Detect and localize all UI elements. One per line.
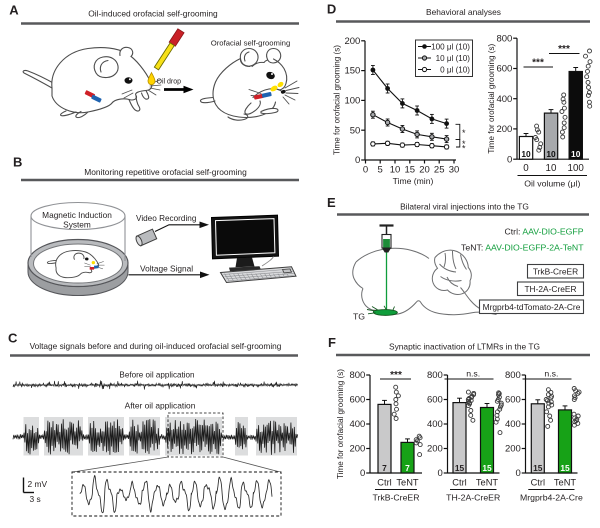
svg-text:F: F <box>328 335 336 350</box>
svg-text:200: 200 <box>349 444 365 455</box>
svg-text:Monitoring repetitive orofacia: Monitoring repetitive orofacial self-gro… <box>84 167 247 177</box>
svg-text:After oil application: After oil application <box>125 401 196 411</box>
svg-text:400: 400 <box>349 419 365 430</box>
svg-text:Oil volume (μl): Oil volume (μl) <box>524 179 580 189</box>
svg-text:E: E <box>327 195 336 210</box>
svg-text:0: 0 <box>360 468 365 479</box>
svg-text:30: 30 <box>449 165 460 176</box>
svg-text:0: 0 <box>523 163 529 174</box>
svg-text:Oil drop: Oil drop <box>157 79 182 86</box>
svg-text:0: 0 <box>516 468 521 479</box>
svg-text:0 μl (10): 0 μl (10) <box>440 65 470 74</box>
svg-text:0: 0 <box>507 154 512 165</box>
svg-text:Time (min): Time (min) <box>393 176 434 186</box>
svg-text:Voltage signals before and dur: Voltage signals before and during oil-in… <box>30 341 282 351</box>
svg-text:100: 100 <box>344 96 360 107</box>
svg-text:15: 15 <box>405 165 416 176</box>
svg-text:Synaptic inactivation of LTMRs: Synaptic inactivation of LTMRs in the TG <box>389 342 540 352</box>
svg-text:TH-2A-CreER: TH-2A-CreER <box>446 493 500 503</box>
svg-text:7: 7 <box>382 463 387 473</box>
svg-text:TeNT: TeNT <box>396 478 419 488</box>
svg-text:Voltage Signal: Voltage Signal <box>140 264 193 274</box>
svg-text:0: 0 <box>363 165 368 176</box>
svg-text:10: 10 <box>546 163 557 174</box>
svg-text:A: A <box>9 3 19 18</box>
svg-text:*: * <box>462 144 466 154</box>
svg-text:50: 50 <box>350 125 361 136</box>
svg-text:Mrgprb4-2A-Cre: Mrgprb4-2A-Cre <box>520 493 583 503</box>
svg-text:*: * <box>462 128 466 138</box>
svg-text:3 s: 3 s <box>30 494 41 504</box>
svg-text:25: 25 <box>434 165 445 176</box>
svg-text:TG: TG <box>353 312 365 322</box>
svg-text:600: 600 <box>496 64 512 75</box>
svg-text:Behavioral analyses: Behavioral analyses <box>426 7 501 17</box>
svg-text:200: 200 <box>505 444 521 455</box>
svg-text:Ctrl: AAV-DIO-EGFP: Ctrl: AAV-DIO-EGFP <box>504 227 583 237</box>
svg-text:Orofacial self-grooming: Orofacial self-grooming <box>211 38 290 47</box>
svg-text:Magnetic Induction: Magnetic Induction <box>42 210 112 220</box>
svg-text:TeNT: TeNT <box>554 478 577 488</box>
svg-text:TH-2A-CreER: TH-2A-CreER <box>524 284 576 294</box>
svg-text:Mrgprb4-tdTomato-2A-Cre: Mrgprb4-tdTomato-2A-Cre <box>483 302 581 312</box>
svg-text:800: 800 <box>505 370 521 381</box>
svg-text:800: 800 <box>496 33 512 44</box>
svg-text:800: 800 <box>427 370 443 381</box>
svg-text:600: 600 <box>427 395 443 406</box>
svg-text:***: *** <box>390 370 402 381</box>
svg-text:C: C <box>8 331 18 346</box>
svg-text:600: 600 <box>349 395 365 406</box>
svg-text:Ctrl: Ctrl <box>452 478 466 488</box>
svg-text:TeNT: AAV-DIO-EGFP-2A-TeNT: TeNT: AAV-DIO-EGFP-2A-TeNT <box>461 243 584 253</box>
svg-text:n.s.: n.s. <box>466 369 480 379</box>
svg-text:150: 150 <box>344 66 360 77</box>
svg-text:Bilateral viral injections int: Bilateral viral injections into the TG <box>400 202 529 212</box>
svg-text:Ctrl: Ctrl <box>531 478 545 488</box>
svg-text:n.s.: n.s. <box>544 369 558 379</box>
svg-text:TeNT: TeNT <box>476 478 499 488</box>
svg-text:600: 600 <box>505 395 521 406</box>
svg-text:B: B <box>13 155 22 170</box>
svg-text:System: System <box>63 220 91 230</box>
svg-text:200: 200 <box>344 36 360 47</box>
svg-text:10: 10 <box>546 149 556 159</box>
svg-text:Time for orofacial grooming (s: Time for orofacial grooming (s) <box>333 45 342 155</box>
svg-text:100 μl (10): 100 μl (10) <box>431 42 470 51</box>
svg-text:0: 0 <box>355 155 360 166</box>
svg-text:400: 400 <box>427 419 443 430</box>
svg-text:100: 100 <box>568 163 585 174</box>
svg-text:7: 7 <box>405 463 410 473</box>
svg-text:15: 15 <box>560 463 570 473</box>
svg-text:10: 10 <box>521 149 531 159</box>
svg-text:Time for orofacial grooming (s: Time for orofacial grooming (s) <box>336 369 345 479</box>
svg-text:10 μl (10): 10 μl (10) <box>436 54 471 63</box>
svg-text:TrkB-CreER: TrkB-CreER <box>373 493 420 503</box>
svg-text:200: 200 <box>496 124 512 135</box>
svg-text:15: 15 <box>455 463 465 473</box>
svg-text:***: *** <box>532 58 544 69</box>
svg-text:Oil-induced orofacial self-gro: Oil-induced orofacial self-grooming <box>88 9 218 19</box>
svg-text:Before oil application: Before oil application <box>119 371 194 380</box>
svg-text:D: D <box>327 1 336 16</box>
svg-text:Video Recording: Video Recording <box>136 214 197 223</box>
svg-text:400: 400 <box>505 419 521 430</box>
svg-text:400: 400 <box>496 94 512 105</box>
svg-text:200: 200 <box>427 444 443 455</box>
svg-text:15: 15 <box>533 463 543 473</box>
svg-text:2 mV: 2 mV <box>28 479 48 489</box>
svg-text:Time for orofacial grooming (s: Time for orofacial grooming (s) <box>487 43 496 153</box>
svg-text:5: 5 <box>378 165 383 176</box>
svg-text:*: * <box>462 139 466 149</box>
svg-text:Ctrl: Ctrl <box>377 478 391 488</box>
svg-text:***: *** <box>558 44 570 55</box>
svg-text:10: 10 <box>571 149 581 159</box>
svg-text:10: 10 <box>390 165 401 176</box>
svg-text:0: 0 <box>438 468 443 479</box>
svg-text:TrkB-CreER: TrkB-CreER <box>533 266 578 276</box>
svg-text:20: 20 <box>419 165 430 176</box>
svg-text:15: 15 <box>482 463 492 473</box>
svg-text:800: 800 <box>349 370 365 381</box>
